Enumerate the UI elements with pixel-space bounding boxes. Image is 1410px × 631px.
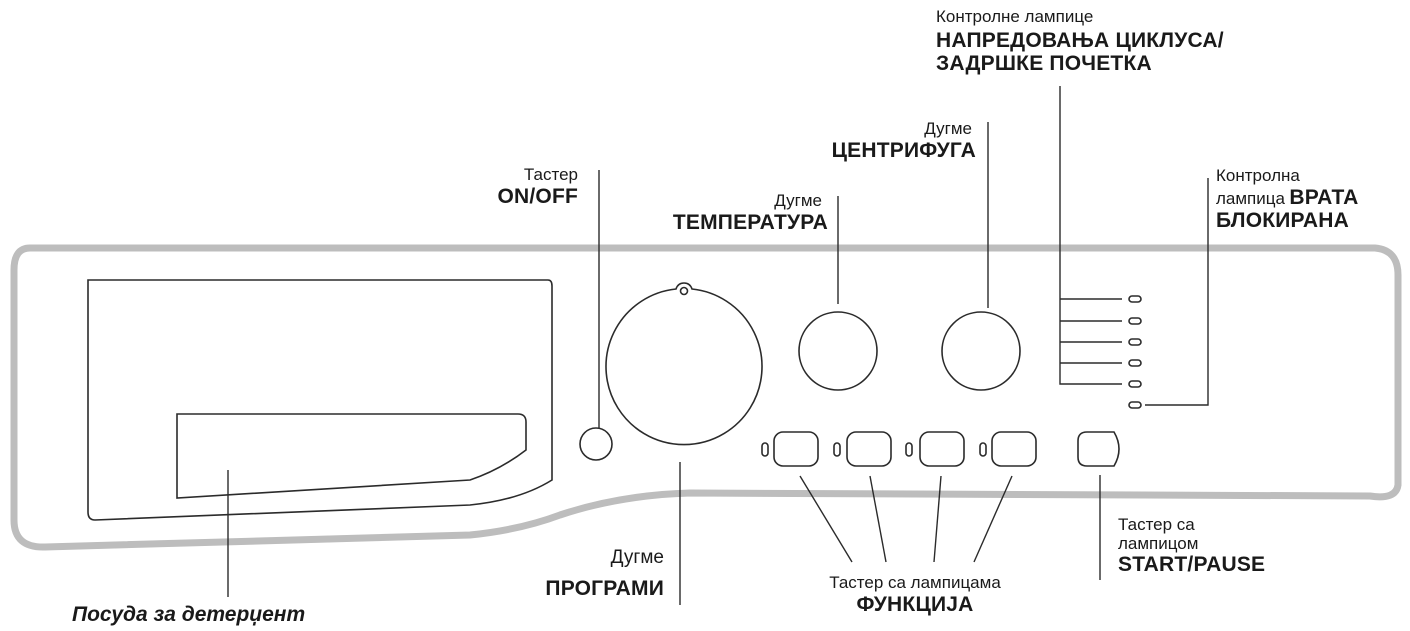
onoff-label: Тастер ON/OFF — [497, 165, 578, 208]
programs-label: Дугме ПРОГРАМИ — [545, 547, 664, 600]
function-buttons — [761, 431, 1037, 467]
temperature-label: Дугме ТЕМПЕРАТУРА — [672, 191, 828, 234]
detergent-drawer-handle[interactable] — [176, 413, 527, 499]
function-lamp-2 — [833, 442, 841, 457]
temperature-knob[interactable] — [798, 311, 878, 391]
program-dial[interactable] — [605, 282, 763, 446]
program-dial-indicator — [679, 286, 689, 296]
start-pause-button[interactable] — [1077, 431, 1120, 467]
onoff-button[interactable] — [579, 427, 613, 461]
panel-outline — [10, 244, 1402, 551]
function-lamp-4 — [979, 442, 987, 457]
function-lamp-3 — [905, 442, 913, 457]
progress-lamps-label: Контролне лампице НАПРЕДОВАЊА ЦИКЛУСА/ З… — [936, 7, 1224, 75]
spin-knob[interactable] — [941, 311, 1021, 391]
door-locked-lamp — [1128, 401, 1142, 409]
door-locked-label: Контролна лампица ВРАТА БЛОКИРАНА — [1216, 166, 1359, 232]
callout-lines — [227, 86, 1209, 605]
function-button-3[interactable] — [919, 431, 965, 467]
functions-label: Тастер са лампицама ФУНКЦИЈА — [829, 573, 1001, 616]
progress-lamps — [1128, 295, 1142, 388]
start-pause-label: Тастер са лампицом START/PAUSE — [1118, 515, 1266, 577]
detergent-drawer[interactable] — [87, 279, 553, 521]
function-button-2[interactable] — [846, 431, 892, 467]
detergent-drawer-label: Посуда за детерџент — [72, 603, 306, 626]
function-button-1[interactable] — [773, 431, 819, 467]
function-button-4[interactable] — [991, 431, 1037, 467]
spin-label: Дугме ЦЕНТРИФУГА — [831, 119, 976, 162]
function-lamp-1 — [761, 442, 769, 457]
